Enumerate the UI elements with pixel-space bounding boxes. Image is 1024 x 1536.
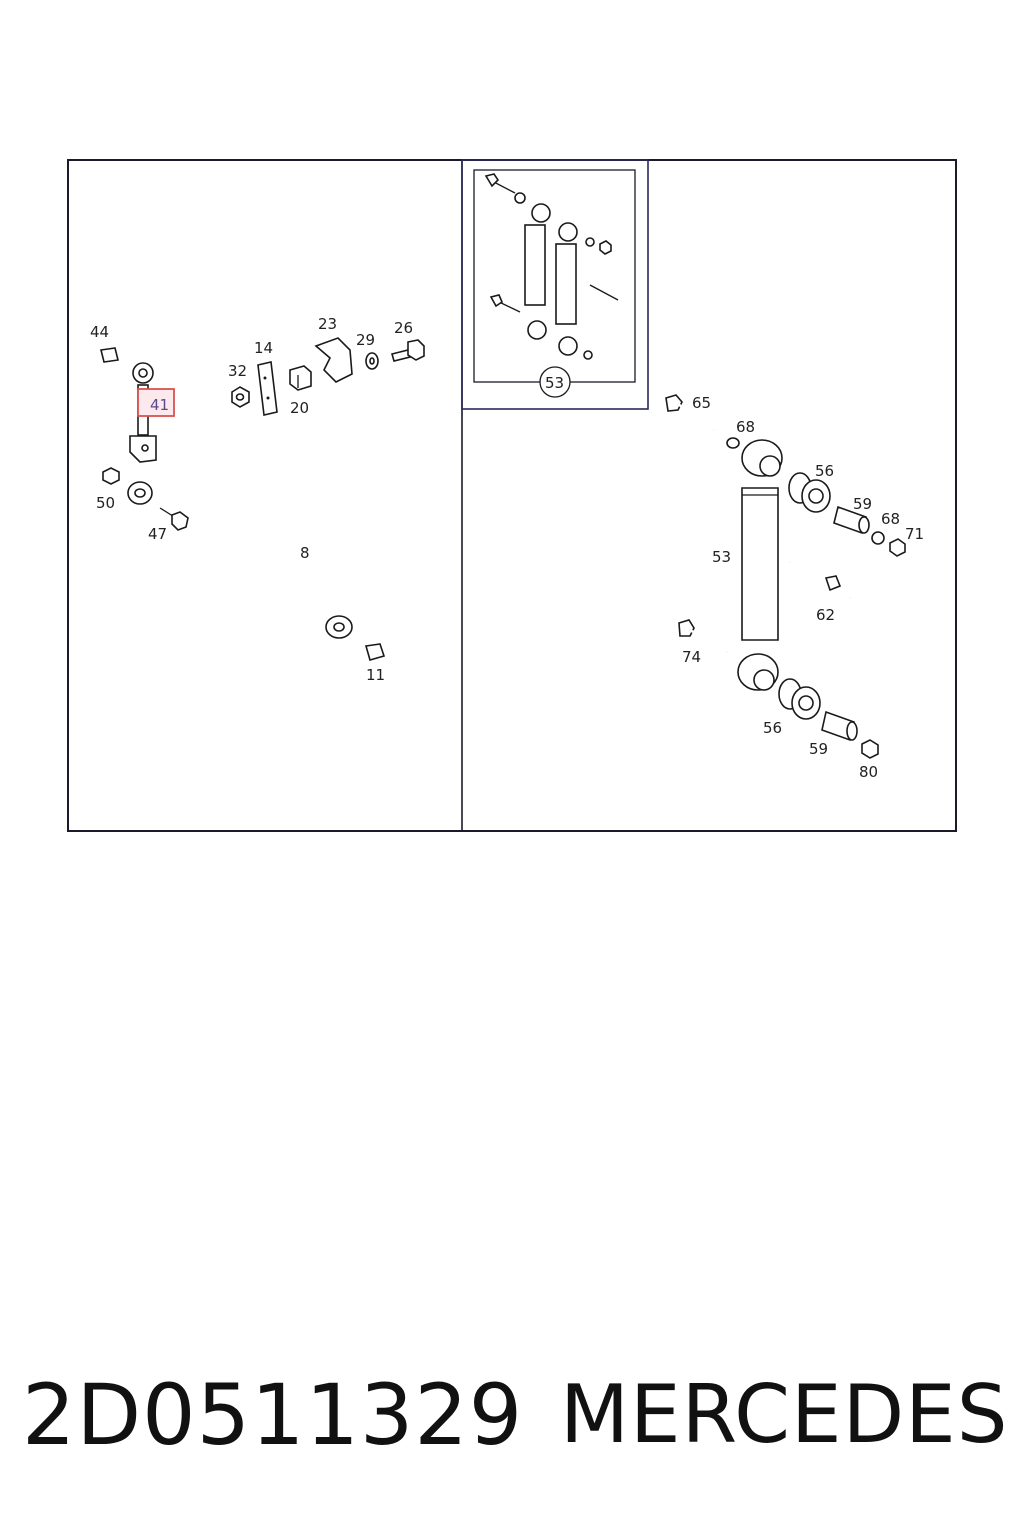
label-8: 8: [300, 544, 310, 562]
label-11: 11: [366, 666, 385, 684]
label-62: 62: [816, 606, 835, 624]
parts-diagram: 44 41 50 47 32 14 20 23 29 26 8 11 53: [67, 159, 957, 832]
label-59-top: 59: [853, 495, 872, 513]
inset-inner-frame: [473, 169, 636, 383]
inset-label-circle: [539, 366, 571, 398]
label-32: 32: [228, 362, 247, 380]
label-20: 20: [290, 399, 309, 417]
inset-frame: [461, 159, 649, 410]
label-68-top: 68: [736, 418, 755, 436]
stabilizer-bar-drawing: [100, 337, 442, 661]
footer-caption: 2D0511329 MERCEDES: [0, 1360, 1024, 1480]
label-68-side: 68: [881, 510, 900, 528]
highlight-box-41: [137, 388, 175, 417]
label-65: 65: [692, 394, 711, 412]
label-44: 44: [90, 323, 109, 341]
label-47: 47: [148, 525, 167, 543]
label-50: 50: [96, 494, 115, 512]
label-74: 74: [682, 648, 701, 666]
part-code: 2D0511329: [22, 1366, 524, 1464]
label-80: 80: [859, 763, 878, 781]
label-41: 41: [150, 396, 169, 414]
shock-absorber-drawing: [665, 394, 906, 759]
label-23: 23: [318, 315, 337, 333]
label-14: 14: [254, 339, 273, 357]
label-59-bottom: 59: [809, 740, 828, 758]
label-56-top: 56: [815, 462, 834, 480]
inset-shock-pair-drawing: [484, 173, 619, 360]
brand-name: MERCEDES: [560, 1368, 1009, 1461]
label-29: 29: [356, 331, 375, 349]
label-56-bottom: 56: [763, 719, 782, 737]
label-53: 53: [712, 548, 731, 566]
label-26: 26: [394, 319, 413, 337]
label-71: 71: [905, 525, 924, 543]
label-53-inset: 53: [545, 374, 564, 392]
